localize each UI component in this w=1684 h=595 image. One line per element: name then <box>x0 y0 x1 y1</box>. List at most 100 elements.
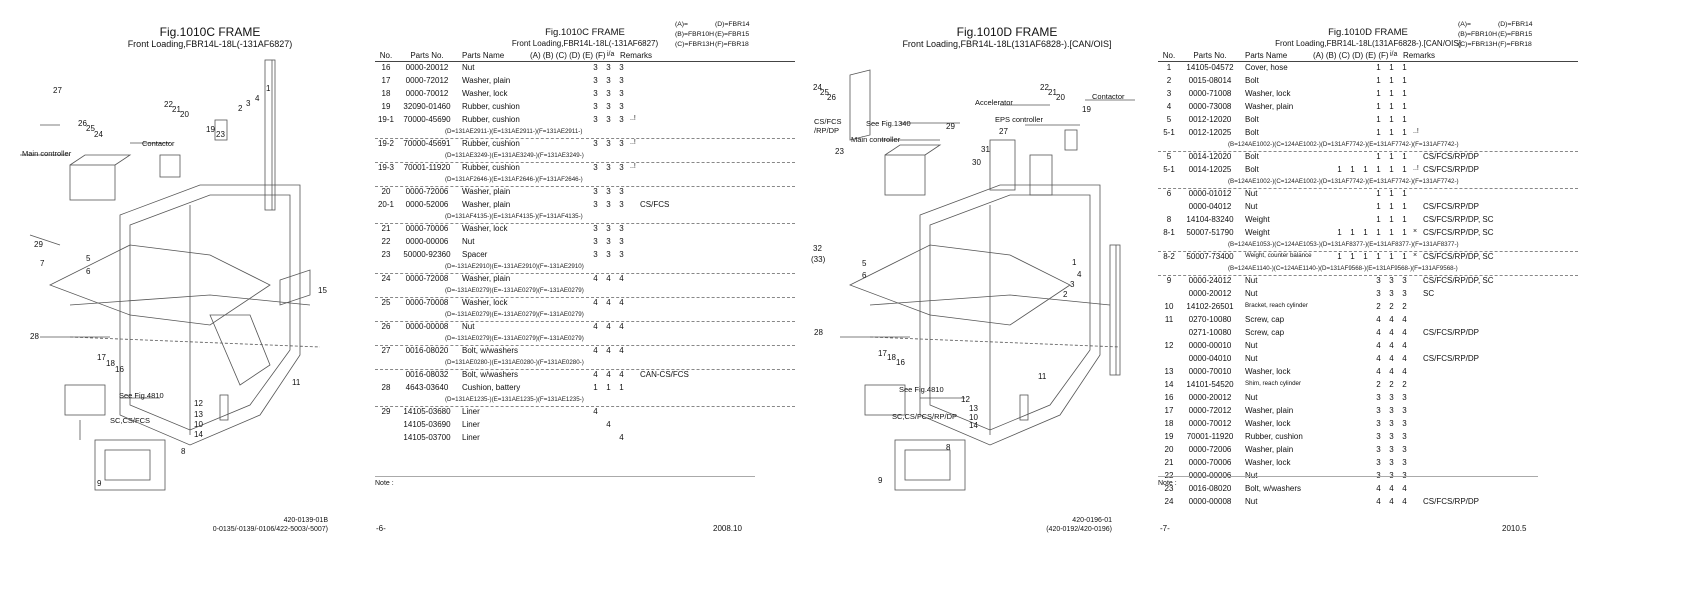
serial-note: (D=131AE3249-)(E=131AE3249-)(F=131AE3249… <box>375 152 795 163</box>
callout: 10 <box>194 420 203 429</box>
callout: 20 <box>180 110 189 119</box>
callout: 1 <box>1072 258 1077 267</box>
callout: 5 <box>86 254 91 263</box>
table-header: No. Parts No. Parts Name (A) (B) (C) (D)… <box>375 51 795 62</box>
callout: 11 <box>1038 372 1047 381</box>
callout: 9 <box>878 476 883 485</box>
callout: 19 <box>1082 105 1091 114</box>
table-title: Fig.1010D FRAME <box>1328 27 1408 38</box>
callout: 13 <box>969 404 978 413</box>
serial-note: (D=-131AE0279)(E=-131AE0279)(F=-131AE027… <box>375 311 795 322</box>
callout: 4 <box>1077 270 1082 279</box>
note-label: Note : <box>1158 480 1177 487</box>
callout: 4 <box>255 94 260 103</box>
callout: 30 <box>972 158 981 167</box>
callout: 3 <box>1070 280 1075 289</box>
callout: 12 <box>194 399 203 408</box>
label-see-fig-1340: See Fig.1340 <box>866 119 911 128</box>
note-divider <box>375 476 755 477</box>
callout: 32 <box>813 244 822 253</box>
serial-note: (D=-131AE0279)(E=-131AE0279)(F=-131AE027… <box>375 287 795 298</box>
callout: 23 <box>216 130 225 139</box>
callout: 28 <box>30 332 39 341</box>
exploded-diagram <box>20 59 321 491</box>
serial-note: (D=131AF4135-)(E=131AF4135-)(F=131AF4135… <box>375 213 795 224</box>
callout: 8 <box>181 447 186 456</box>
callout: 23 <box>835 147 844 156</box>
callout: 14 <box>194 430 203 439</box>
serial-note: (D=131AE2911-)(E=131AE2911-)(F=131AE2911… <box>375 128 795 139</box>
callout: 24 <box>813 83 822 92</box>
page-date: 2010.5 <box>1502 524 1527 533</box>
callout: 13 <box>194 410 203 419</box>
callout: 26 <box>78 119 87 128</box>
callout: 28 <box>814 328 823 337</box>
model-legend: (A)=(D)=FBR14 (B)=FBR10H(E)=FBR15 (C)=FB… <box>675 21 750 48</box>
serial-note: (D=131AE0280-)(E=131AE0280-)(F=131AE0280… <box>375 359 795 370</box>
drawing-ref: 0-0135/-0139/-0106/422-5003/-5007) <box>212 526 328 533</box>
callout: 24 <box>94 130 103 139</box>
callout: 2 <box>238 104 243 113</box>
callout: (33) <box>811 255 826 264</box>
callout: 2 <box>1063 290 1068 299</box>
page-number: -6- <box>376 524 386 533</box>
model-legend: (A)=(D)=FBR14 (B)=FBR10H(E)=FBR15 (C)=FB… <box>1458 21 1533 48</box>
callout: 29 <box>946 122 955 131</box>
note-divider <box>1158 476 1538 477</box>
label-see-fig: See Fig.4810 <box>899 385 944 394</box>
serial-note: (B=124AE1002-)(C=124AE1002-)(D=131AF7742… <box>1158 178 1578 189</box>
callout: 11 <box>292 378 301 387</box>
callout: 19 <box>206 125 215 134</box>
label-sc: SC,CS/FCS <box>110 416 151 425</box>
figure-subtitle: Front Loading,FBR14L-18L(131AF6828-).[CA… <box>902 39 1112 49</box>
callout: 6 <box>862 271 867 280</box>
label-cs-fcs: CS/FCS <box>814 117 842 126</box>
callout: 21 <box>172 105 181 114</box>
drawing-code: 420-0139-01B <box>283 517 328 524</box>
serial-note: (D=-131AE2910)(E=-131AE2910)(F=-131AE291… <box>375 263 795 274</box>
callout: 18 <box>887 353 896 362</box>
callout: 22 <box>164 100 173 109</box>
callout: 7 <box>40 259 45 268</box>
table-subtitle: Front Loading,FBR14L-18L(131AF6828-).[CA… <box>1275 39 1461 48</box>
label-rp-dp: /RP/DP <box>814 126 840 135</box>
label-contactor: Contactor <box>1092 92 1125 101</box>
callout: 16 <box>115 365 124 374</box>
table-header: No. Parts No. Parts Name (A) (B) (C) (D)… <box>1158 51 1578 62</box>
callout: 18 <box>106 359 115 368</box>
callout: 21 <box>1048 88 1057 97</box>
